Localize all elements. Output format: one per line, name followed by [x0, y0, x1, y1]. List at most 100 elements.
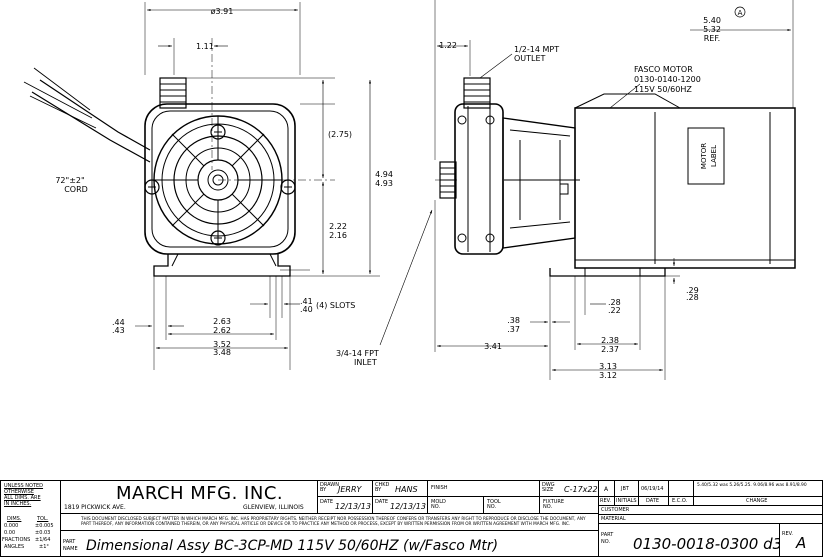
tol-row-tol: ±1/64 — [35, 537, 51, 543]
slot-b-dim-b: .22 — [608, 306, 621, 315]
tol-row-tol: ±1° — [39, 544, 49, 550]
notes-line-4: IN INCHES. — [4, 501, 32, 507]
date-label: DATE — [320, 499, 334, 505]
title-block: UNLESS NOTED OTHERWISE ALL DIMS. ARE IN … — [0, 480, 823, 557]
motor-tag-a: MOTOR — [700, 143, 708, 169]
company-name: MARCH MFG. INC. — [116, 483, 284, 504]
drawn-by-cell: DRAWN BY JERRY — [317, 480, 373, 497]
foot-height-dim-a: .29 — [686, 286, 699, 295]
motor-label-c: 115V 50/60HZ — [634, 85, 692, 94]
fixture-cell: FIXTURE NO. — [539, 496, 599, 514]
chkd-by-cell: CHKD BY HANS — [372, 480, 428, 497]
company-city: GLENVIEW, ILLINOIS — [243, 504, 304, 511]
outlet-label-b: OUTLET — [514, 54, 546, 63]
slot-width-dim-a: .41 — [300, 297, 313, 306]
motor-tag-b: LABEL — [710, 145, 718, 167]
rev-header-label: DATE — [646, 498, 660, 504]
slots-label: (4) SLOTS — [316, 301, 355, 310]
part-name-value: Dimensional Assy BC-3CP-MD 115V 50/60HZ … — [86, 538, 499, 554]
tol-tol-header: TOL. — [37, 516, 49, 522]
chkd-by-label: CHKD BY — [375, 482, 390, 493]
base-outer-dim-b: 3.12 — [599, 371, 617, 380]
tol-row-dims: 0.00 — [4, 530, 16, 536]
part-name-cell: PART NAME Dimensional Assy BC-3CP-MD 115… — [60, 530, 599, 557]
tool-cell: TOOL NO. — [483, 496, 540, 514]
slot-a-dim-b: .37 — [507, 325, 520, 334]
front-view-labels: ø3.91 1.11 (2.75) 4.94 4.93 2.22 2.16 72… — [55, 7, 393, 357]
slot-spacing-dim-b: 2.62 — [213, 326, 231, 335]
proprietary-notice-cell: THIS DOCUMENT DISCLOSED SUBJECT MATTER I… — [60, 513, 599, 531]
inlet-label-a: 3/4-14 FPT — [336, 349, 379, 358]
rev-row-rev: A — [598, 480, 615, 497]
tol-row-dims: FRACTIONS — [2, 537, 31, 543]
tol-row-dims: 0.000 — [4, 523, 19, 529]
outlet-offset-dim: 1.22 — [439, 41, 457, 50]
rev-initials: JBT — [621, 486, 629, 492]
rev-label: REV. — [782, 531, 793, 537]
chkd-by-value: HANS — [395, 485, 418, 494]
date-label: DATE — [375, 499, 389, 505]
proprietary-notice: THIS DOCUMENT DISCLOSED SUBJECT MATTER I… — [81, 516, 586, 526]
tol-row-tol: ±0.005 — [35, 523, 54, 529]
overall-height-dim-a: 4.94 — [375, 170, 393, 179]
side-view — [379, 0, 796, 380]
center-height-dim-b: 2.16 — [329, 231, 347, 240]
mold-label: MOLD NO. — [431, 499, 446, 510]
tol-row-dims: ANGLES — [4, 544, 25, 550]
base-width-dim-b: 3.48 — [213, 348, 231, 357]
part-no-value: 0130-0018-0300 d3 — [633, 535, 780, 553]
fixture-label: FIXTURE NO. — [543, 499, 565, 510]
notes-line-3: ALL DIMS. ARE — [4, 495, 41, 501]
motor-label-a: FASCO MOTOR — [634, 65, 693, 74]
cord-label-a: 72"±2" — [55, 176, 84, 185]
chkd-date-cell: DATE 12/13/13 — [372, 496, 428, 514]
company-cell: MARCH MFG. INC. 1819 PICKWICK AVE. GLENV… — [60, 480, 318, 514]
finish-cell: FINISH — [427, 480, 540, 497]
base-inner-dim-b: 2.37 — [601, 345, 619, 354]
foot-thickness-dim-b: .43 — [112, 326, 125, 335]
company-address: 1819 PICKWICK AVE. — [64, 504, 126, 511]
dwg-size-cell: DWG SIZE C-17x22 — [539, 480, 599, 497]
center-height-dim-a: 2.22 — [329, 222, 347, 231]
drawn-by-label: DRAWN BY — [320, 482, 339, 493]
notes-line-2: OTHERWISE — [4, 489, 34, 495]
slot-width-dim-b: .40 — [300, 305, 313, 314]
drawn-date-value: 12/13/13 — [335, 502, 371, 511]
drawn-by-value: JERRY — [338, 485, 362, 494]
rev-header-label: E.C.O. — [672, 498, 688, 504]
rev-header-label: INITIALS — [616, 498, 637, 504]
slot-b-dim-a: .28 — [608, 298, 621, 307]
base-outer-dim-a: 3.13 — [599, 362, 617, 371]
motor-label-b: 0130-0140-1200 — [634, 75, 701, 84]
rev-header-label: REV. — [600, 498, 611, 504]
dwg-size-value: C-17x22 — [564, 485, 598, 494]
rev-date: 06/19/14 — [641, 486, 664, 492]
rev-row-initials: JBT — [614, 480, 639, 497]
rev-change: 5.40/5.32 was 5.26/5.25. 9.06/8.96 was 8… — [697, 483, 807, 488]
rev-value: A — [604, 486, 609, 493]
foot-height-dim-b: .28 — [686, 293, 699, 302]
drawn-date-cell: DATE 12/13/13 — [317, 496, 373, 514]
tol-row-tol: ±0.03 — [35, 530, 51, 536]
chkd-date-value: 12/13/13 — [390, 502, 426, 511]
slot-spacing-dim-a: 2.63 — [213, 317, 231, 326]
rev-row-eco — [668, 480, 694, 497]
rev-row-change: 5.40/5.32 was 5.26/5.25. 9.06/8.96 was 8… — [693, 480, 823, 497]
mold-cell: MOLD NO. — [427, 496, 484, 514]
rev-letter: A — [796, 534, 807, 552]
base-inner-dim-a: 2.38 — [601, 336, 619, 345]
notes-line-1: UNLESS NOTED — [4, 483, 44, 489]
slot-a-dim-a: .38 — [507, 316, 520, 325]
rev-header-label: CHANGE — [746, 498, 768, 504]
customer-label: CUSTOMER — [601, 507, 630, 513]
tol-dims-header: DIMS. — [7, 516, 22, 522]
foot-thickness-dim-a: .44 — [112, 318, 125, 327]
side-view-labels: 1.22 1/2-14 MPT OUTLET FASCO MOTOR 0130-… — [336, 6, 746, 380]
cord-label-b: CORD — [64, 185, 88, 194]
base-width-dim-a: 3.52 — [213, 340, 231, 349]
port-offset-dim: 1.11 — [196, 42, 214, 51]
part-no-label: PART NO. — [601, 532, 614, 545]
rev-row-date: 06/19/14 — [638, 480, 669, 497]
outlet-label-a: 1/2-14 MPT — [514, 45, 559, 54]
